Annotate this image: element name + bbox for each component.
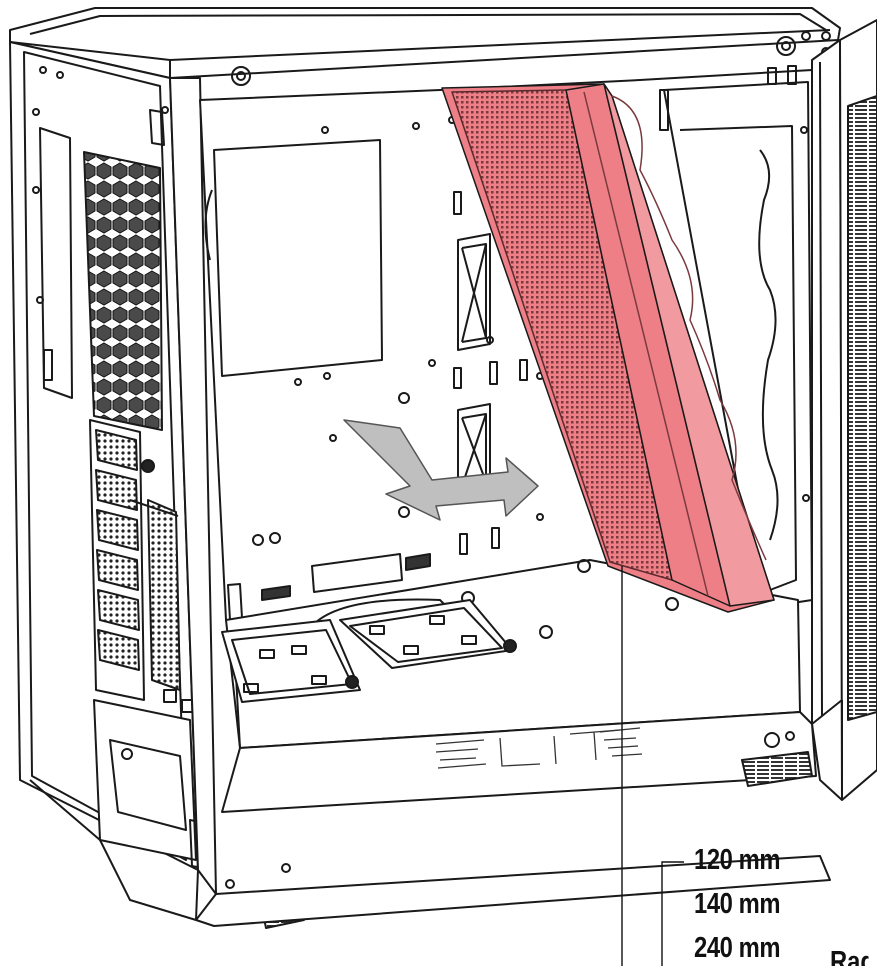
size-label-120: 120 mm bbox=[694, 844, 781, 876]
psu-shroud bbox=[221, 559, 817, 889]
size-label-240: 240 mm bbox=[694, 932, 781, 964]
drive-cage-left bbox=[221, 619, 361, 703]
callout-leaders bbox=[621, 566, 684, 966]
size-label-140: 140 mm bbox=[694, 888, 781, 920]
expansion-slots bbox=[89, 419, 195, 713]
cut-off-label: Rad bbox=[830, 946, 869, 966]
foot-right bbox=[741, 751, 813, 787]
rear-fan-grill bbox=[83, 151, 163, 431]
drive-cage-right bbox=[339, 599, 517, 669]
elite-logo bbox=[435, 727, 643, 769]
cable-arrow bbox=[343, 419, 539, 521]
radiator bbox=[441, 83, 775, 613]
front-panel bbox=[811, 19, 877, 801]
